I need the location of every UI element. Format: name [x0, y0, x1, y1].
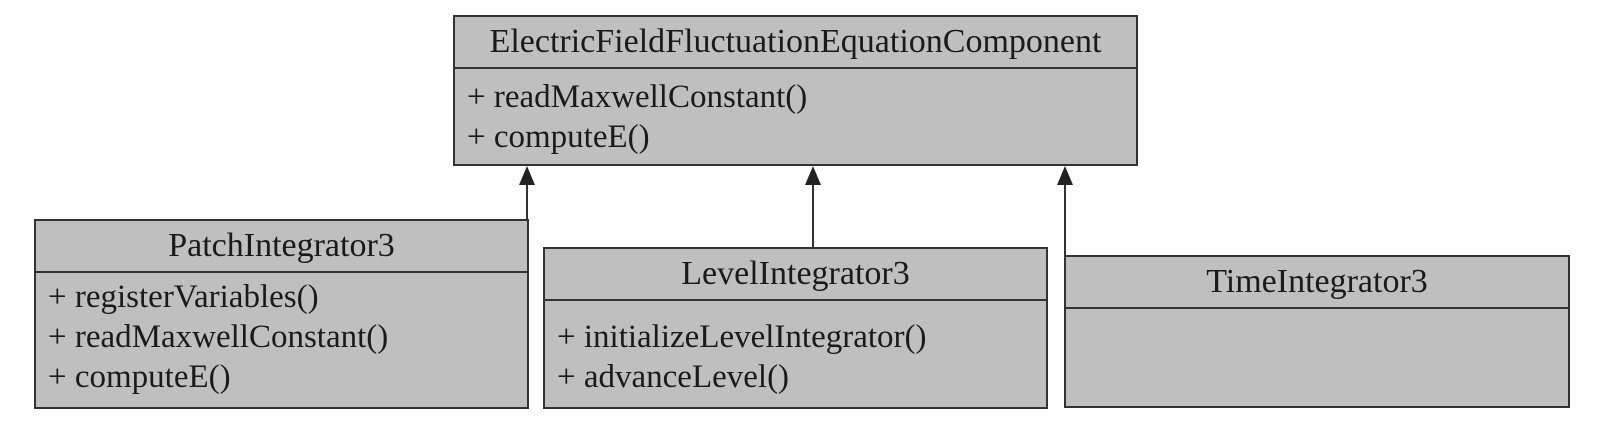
operation: + readMaxwellConstant() [467, 79, 808, 115]
class-name: LevelIntegrator3 [545, 249, 1046, 301]
arrowhead-patch [519, 166, 535, 185]
operation: + readMaxwellConstant() [48, 319, 389, 355]
class-name: ElectricFieldFluctuationEquationComponen… [455, 17, 1136, 69]
class-name: PatchIntegrator3 [36, 221, 527, 273]
operation: + registerVariables() [48, 279, 319, 315]
class-name: TimeIntegrator3 [1066, 257, 1568, 309]
operations-list: + initializeLevelIntegrator() + advanceL… [545, 301, 1046, 397]
operations-list: + readMaxwellConstant() + computeE() [455, 69, 1136, 157]
arrowhead-level [805, 166, 821, 185]
class-level-integrator3: LevelIntegrator3 + initializeLevelIntegr… [543, 247, 1048, 409]
operations-list: + registerVariables() + readMaxwellConst… [36, 273, 527, 397]
operation: + computeE() [467, 119, 650, 155]
arrowhead-time [1057, 166, 1073, 185]
class-patch-integrator3: PatchIntegrator3 + registerVariables() +… [34, 219, 529, 409]
class-time-integrator3: TimeIntegrator3 [1064, 255, 1570, 408]
operation: + advanceLevel() [557, 359, 790, 395]
operation: + initializeLevelIntegrator() [557, 319, 927, 355]
operation: + computeE() [48, 359, 231, 395]
class-electric-field-fluctuation-equation-component: ElectricFieldFluctuationEquationComponen… [453, 15, 1138, 166]
